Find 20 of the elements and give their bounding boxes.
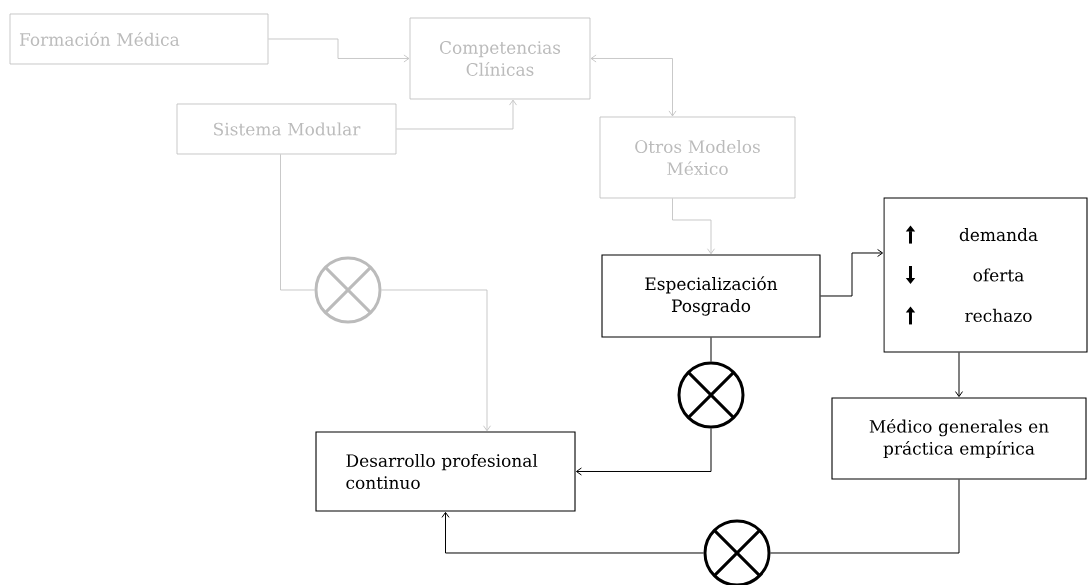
arrow — [381, 289, 491, 432]
arrow — [820, 249, 884, 297]
arrow — [590, 54, 677, 117]
process-box: Desarrollo profesional continuo — [315, 431, 576, 512]
process-box: Otros Modelos México — [599, 116, 796, 199]
arrow — [955, 352, 963, 398]
crossed-circle — [314, 256, 382, 324]
process-box: Formación Médica — [9, 13, 269, 65]
indicator-box: demanda oferta rechazo — [883, 197, 1088, 353]
process-box: Médico generales en práctica empírica — [831, 397, 1087, 480]
process-box: Especialización Posgrado — [601, 254, 821, 338]
process-box: Competencias Clínicas — [409, 17, 591, 100]
process-box: Sistema Modular — [176, 103, 397, 155]
arrow — [396, 99, 517, 130]
crossed-circle — [703, 519, 771, 585]
arrow — [268, 38, 410, 63]
arrow — [672, 198, 715, 255]
arrow — [441, 511, 704, 554]
crossed-circle — [677, 361, 745, 429]
arrow — [575, 428, 712, 476]
